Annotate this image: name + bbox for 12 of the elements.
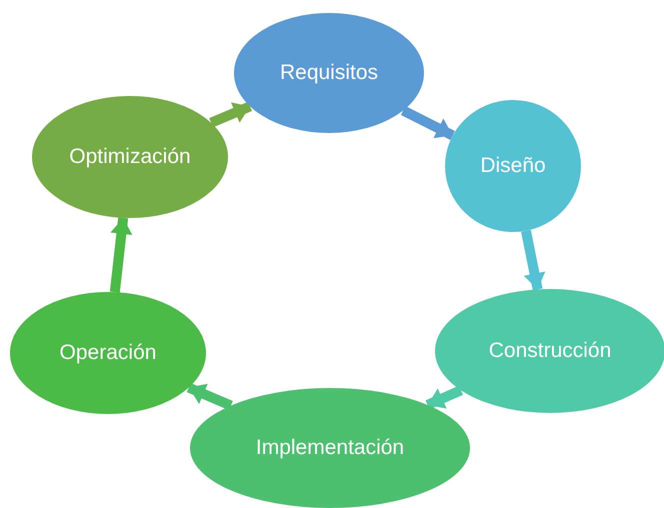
step-label: Requisitos [280, 60, 378, 86]
block-arrow [426, 386, 463, 410]
step-label: Operación [60, 340, 156, 366]
step-label: Diseño [480, 152, 546, 179]
step-label: Construcción [488, 338, 612, 364]
step-label: Implementación [256, 434, 404, 461]
block-arrow [186, 382, 233, 410]
block-arrow [521, 230, 546, 290]
block-arrow [209, 102, 252, 128]
block-arrow [400, 106, 455, 140]
block-arrow [110, 217, 132, 293]
step-label: Optimización [69, 144, 191, 170]
